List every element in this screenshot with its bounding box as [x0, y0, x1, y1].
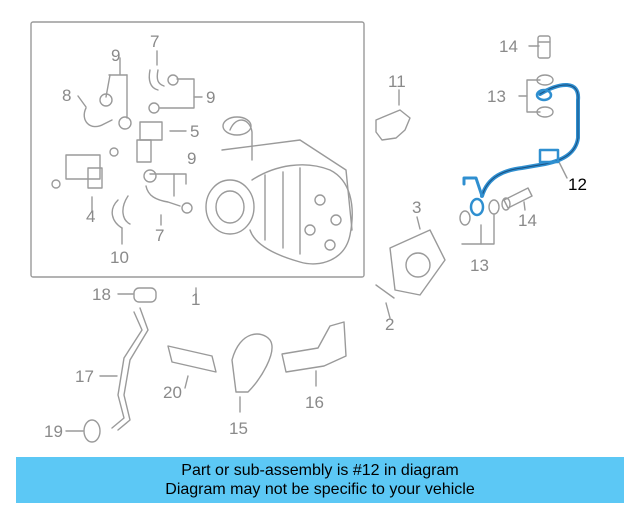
callout-16: 18 [92, 285, 111, 304]
gasket-3 [389, 229, 446, 296]
callout-15: 17 [75, 367, 94, 386]
leader-lines [65, 45, 568, 432]
callout-9: 9 [187, 149, 197, 168]
callout-6: 7 [150, 32, 160, 51]
callout-4: 4 [86, 207, 96, 226]
callout-1: 1 [191, 290, 201, 309]
callout-5: 5 [190, 122, 200, 141]
callout-18: 15 [229, 419, 248, 438]
stud-2 [375, 284, 395, 299]
callout-13: 13 [487, 87, 506, 106]
callout-9: 9 [206, 88, 216, 107]
banner-line-2: Diagram may not be specific to your vehi… [165, 481, 475, 498]
callout-12: 12 [568, 175, 587, 194]
banner-line-1: Part or sub-assembly is #12 in diagram [181, 462, 459, 479]
gasket-16 [133, 287, 157, 303]
bolt-14-top [537, 35, 551, 59]
callout-10: 10 [110, 248, 129, 267]
oil-line-12 [462, 83, 581, 217]
callout-13: 13 [470, 256, 489, 275]
callout-2: 2 [385, 315, 395, 334]
turbocharger [205, 116, 353, 265]
bracket-11 [375, 109, 411, 141]
callout-7: 7 [155, 226, 165, 245]
callout-17: 19 [44, 422, 63, 441]
gasket-17 [83, 419, 101, 443]
pipe-15-edge [111, 311, 143, 429]
banjo-bolt-14-lower [501, 187, 533, 211]
bracket-19 [281, 321, 347, 373]
pipe-15 [117, 307, 149, 431]
callout-3: 3 [412, 198, 422, 217]
callout-14: 14 [499, 37, 518, 56]
info-banner: Part or sub-assembly is #12 in diagram D… [16, 457, 624, 503]
callout-20: 20 [163, 383, 182, 402]
bracket-18 [231, 333, 273, 393]
callout-8: 8 [62, 86, 72, 105]
callout-19: 16 [305, 393, 324, 412]
washers-13-lower [459, 199, 500, 226]
callout-14: 14 [518, 211, 537, 230]
washers-13-top [536, 74, 554, 118]
callout-11: 11 [388, 72, 406, 91]
heat-shield-20 [167, 345, 217, 373]
callout-9: 9 [111, 46, 121, 65]
small-hoses-valves [51, 69, 193, 229]
turbo-assembly-frame [30, 21, 365, 278]
